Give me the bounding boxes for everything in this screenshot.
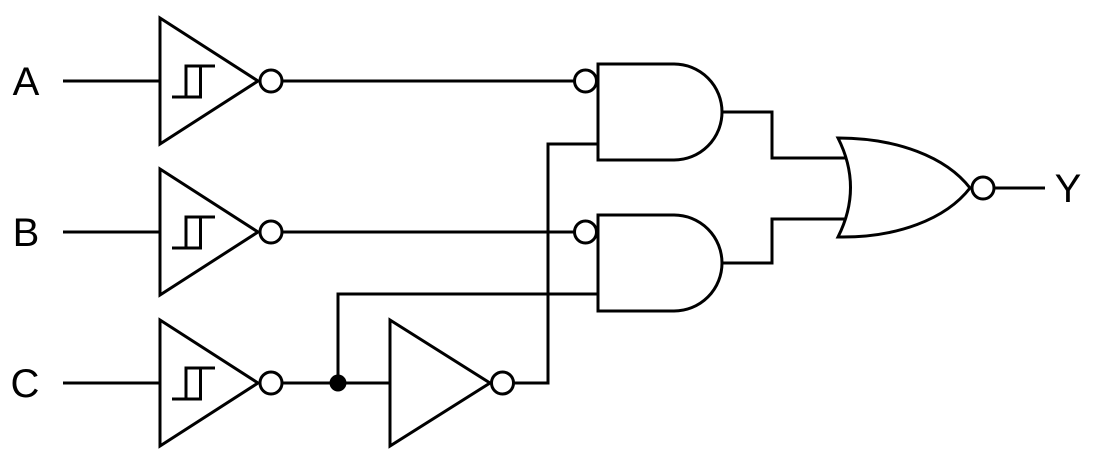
wire-and-top-to-nor — [722, 110, 850, 160]
inversion-bubble-b — [258, 219, 284, 245]
schmitt-inverter-c-body — [158, 317, 261, 449]
input-label-a: A — [13, 60, 40, 104]
schmitt-inverter-a-body — [158, 15, 261, 147]
schmitt-inverter-b-body — [158, 166, 261, 298]
hysteresis-icon-b — [172, 215, 215, 250]
and-gate-bottom-body — [596, 213, 724, 313]
and-gate-top-body — [596, 62, 724, 162]
hysteresis-icon-a — [172, 64, 215, 99]
inversion-bubble-after-c — [490, 370, 515, 396]
and-bottom-input-bubble — [573, 219, 598, 245]
output-label-y: Y — [1055, 167, 1082, 211]
junction-dot-c — [329, 374, 347, 392]
inversion-bubble-a — [258, 68, 284, 94]
wire-c-branch-to-and-bottom — [336, 292, 600, 383]
hysteresis-icon-c — [172, 366, 215, 401]
nor-output-bubble — [970, 175, 996, 201]
input-label-c: C — [11, 362, 40, 406]
nor-gate-body — [835, 136, 972, 239]
and-top-input-bubble — [573, 68, 598, 94]
wire-and-bottom-to-nor — [722, 217, 850, 265]
inverter-after-c-body — [388, 317, 493, 449]
inversion-bubble-c — [258, 370, 284, 396]
input-label-b: B — [13, 211, 40, 255]
wire-inverted-c-to-and-top — [514, 142, 600, 385]
